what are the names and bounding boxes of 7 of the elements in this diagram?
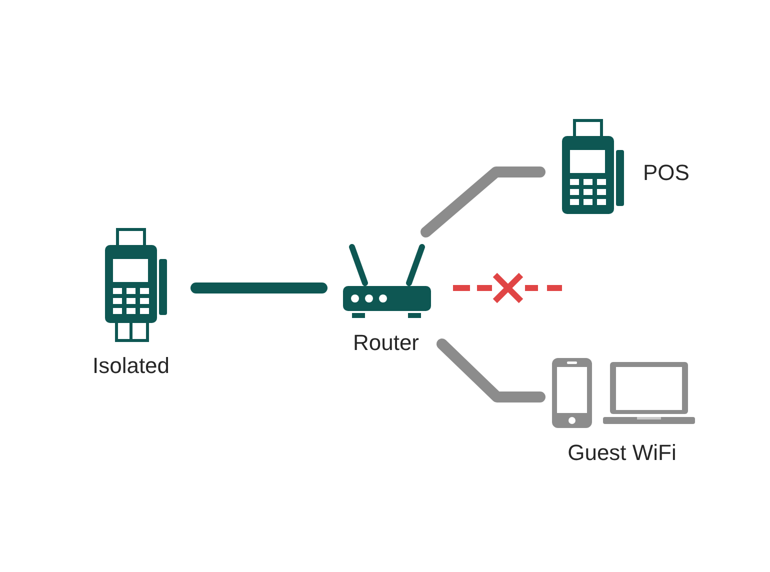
connector-line — [436, 338, 546, 402]
node-label: Guest WiFi — [568, 440, 676, 466]
node-label: Router — [352, 330, 420, 356]
connector-line — [190, 282, 328, 294]
node-label: Isolated — [92, 353, 170, 379]
node-label: POS — [643, 160, 690, 186]
connector-line — [420, 166, 546, 238]
